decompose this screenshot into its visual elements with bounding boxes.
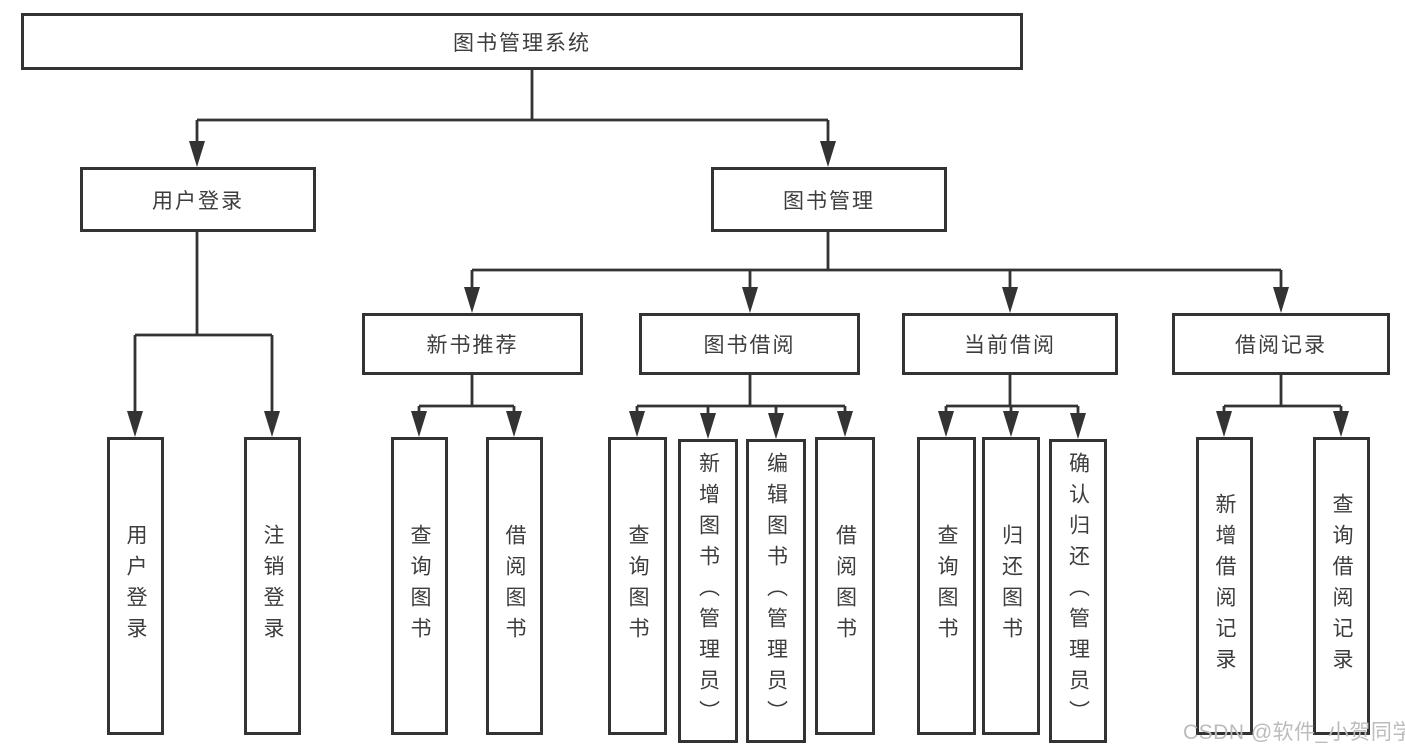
node-book-borrow: 图书借阅 <box>639 313 860 375</box>
node-new-book-rec-label: 新书推荐 <box>426 334 519 357</box>
connector-borrow-records-to-leaves <box>1216 375 1349 437</box>
connector-root-to-level2 <box>189 69 836 167</box>
leaf-add-books-admin-label: 新增图书（管理员） <box>696 451 720 731</box>
node-user-login-label: 用户登录 <box>152 189 244 213</box>
leaf-borrow-books-label: 借阅图书 <box>833 524 857 648</box>
connector-user-login-to-leaves <box>127 232 280 437</box>
node-book-management-label: 图书管理 <box>783 189 875 213</box>
leaf-query-books-rec: 查询图书 <box>391 437 448 735</box>
leaf-confirm-return-admin-label: 确认归还（管理员） <box>1066 451 1090 731</box>
node-new-book-rec: 新书推荐 <box>362 313 583 375</box>
leaf-borrow-books-rec: 借阅图书 <box>486 437 543 735</box>
leaf-user-login: 用户登录 <box>107 437 164 735</box>
leaf-return-books: 归还图书 <box>982 437 1040 735</box>
connector-book-management-to-level3 <box>464 232 1289 313</box>
leaf-logout: 注销登录 <box>244 437 301 735</box>
leaf-query-books-rec-label: 查询图书 <box>408 524 431 648</box>
node-book-borrow-label: 图书借阅 <box>703 334 796 357</box>
leaf-borrow-books: 借阅图书 <box>815 437 875 735</box>
connector-book-borrow-to-leaves <box>629 375 853 439</box>
leaf-edit-books-admin-label: 编辑图书（管理员） <box>764 451 788 731</box>
watermark: CSDN @软件_小贺同学 <box>1183 721 1405 744</box>
node-user-login: 用户登录 <box>80 167 316 232</box>
leaf-confirm-return-admin: 确认归还（管理员） <box>1049 439 1107 743</box>
leaf-add-books-admin: 新增图书（管理员） <box>678 439 738 743</box>
leaf-add-borrow-record: 新增借阅记录 <box>1196 437 1253 735</box>
node-book-management: 图书管理 <box>711 167 947 232</box>
leaf-borrow-books-rec-label: 借阅图书 <box>503 524 526 648</box>
node-current-borrow-label: 当前借阅 <box>964 334 1056 357</box>
node-root-label: 图书管理系统 <box>453 31 591 55</box>
connector-current-borrow-to-leaves <box>938 375 1086 439</box>
leaf-query-books-current: 查询图书 <box>917 437 976 735</box>
node-root: 图书管理系统 <box>21 13 1023 70</box>
leaf-query-books-current-label: 查询图书 <box>935 524 958 648</box>
node-borrow-records: 借阅记录 <box>1172 313 1390 375</box>
node-borrow-records-label: 借阅记录 <box>1235 334 1327 357</box>
node-current-borrow: 当前借阅 <box>902 313 1118 375</box>
leaf-query-borrow-record-label: 查询借阅记录 <box>1330 493 1353 679</box>
leaf-query-borrow-record: 查询借阅记录 <box>1313 437 1370 735</box>
leaf-return-books-label: 归还图书 <box>999 524 1023 648</box>
leaf-query-books-borrow-label: 查询图书 <box>626 524 649 648</box>
leaf-add-borrow-record-label: 新增借阅记录 <box>1213 493 1236 679</box>
leaf-user-login-label: 用户登录 <box>124 524 147 648</box>
leaf-query-books-borrow: 查询图书 <box>608 437 667 735</box>
connector-new-book-rec-to-leaves <box>411 375 522 437</box>
leaf-logout-label: 注销登录 <box>261 524 284 648</box>
leaf-edit-books-admin: 编辑图书（管理员） <box>746 439 806 743</box>
